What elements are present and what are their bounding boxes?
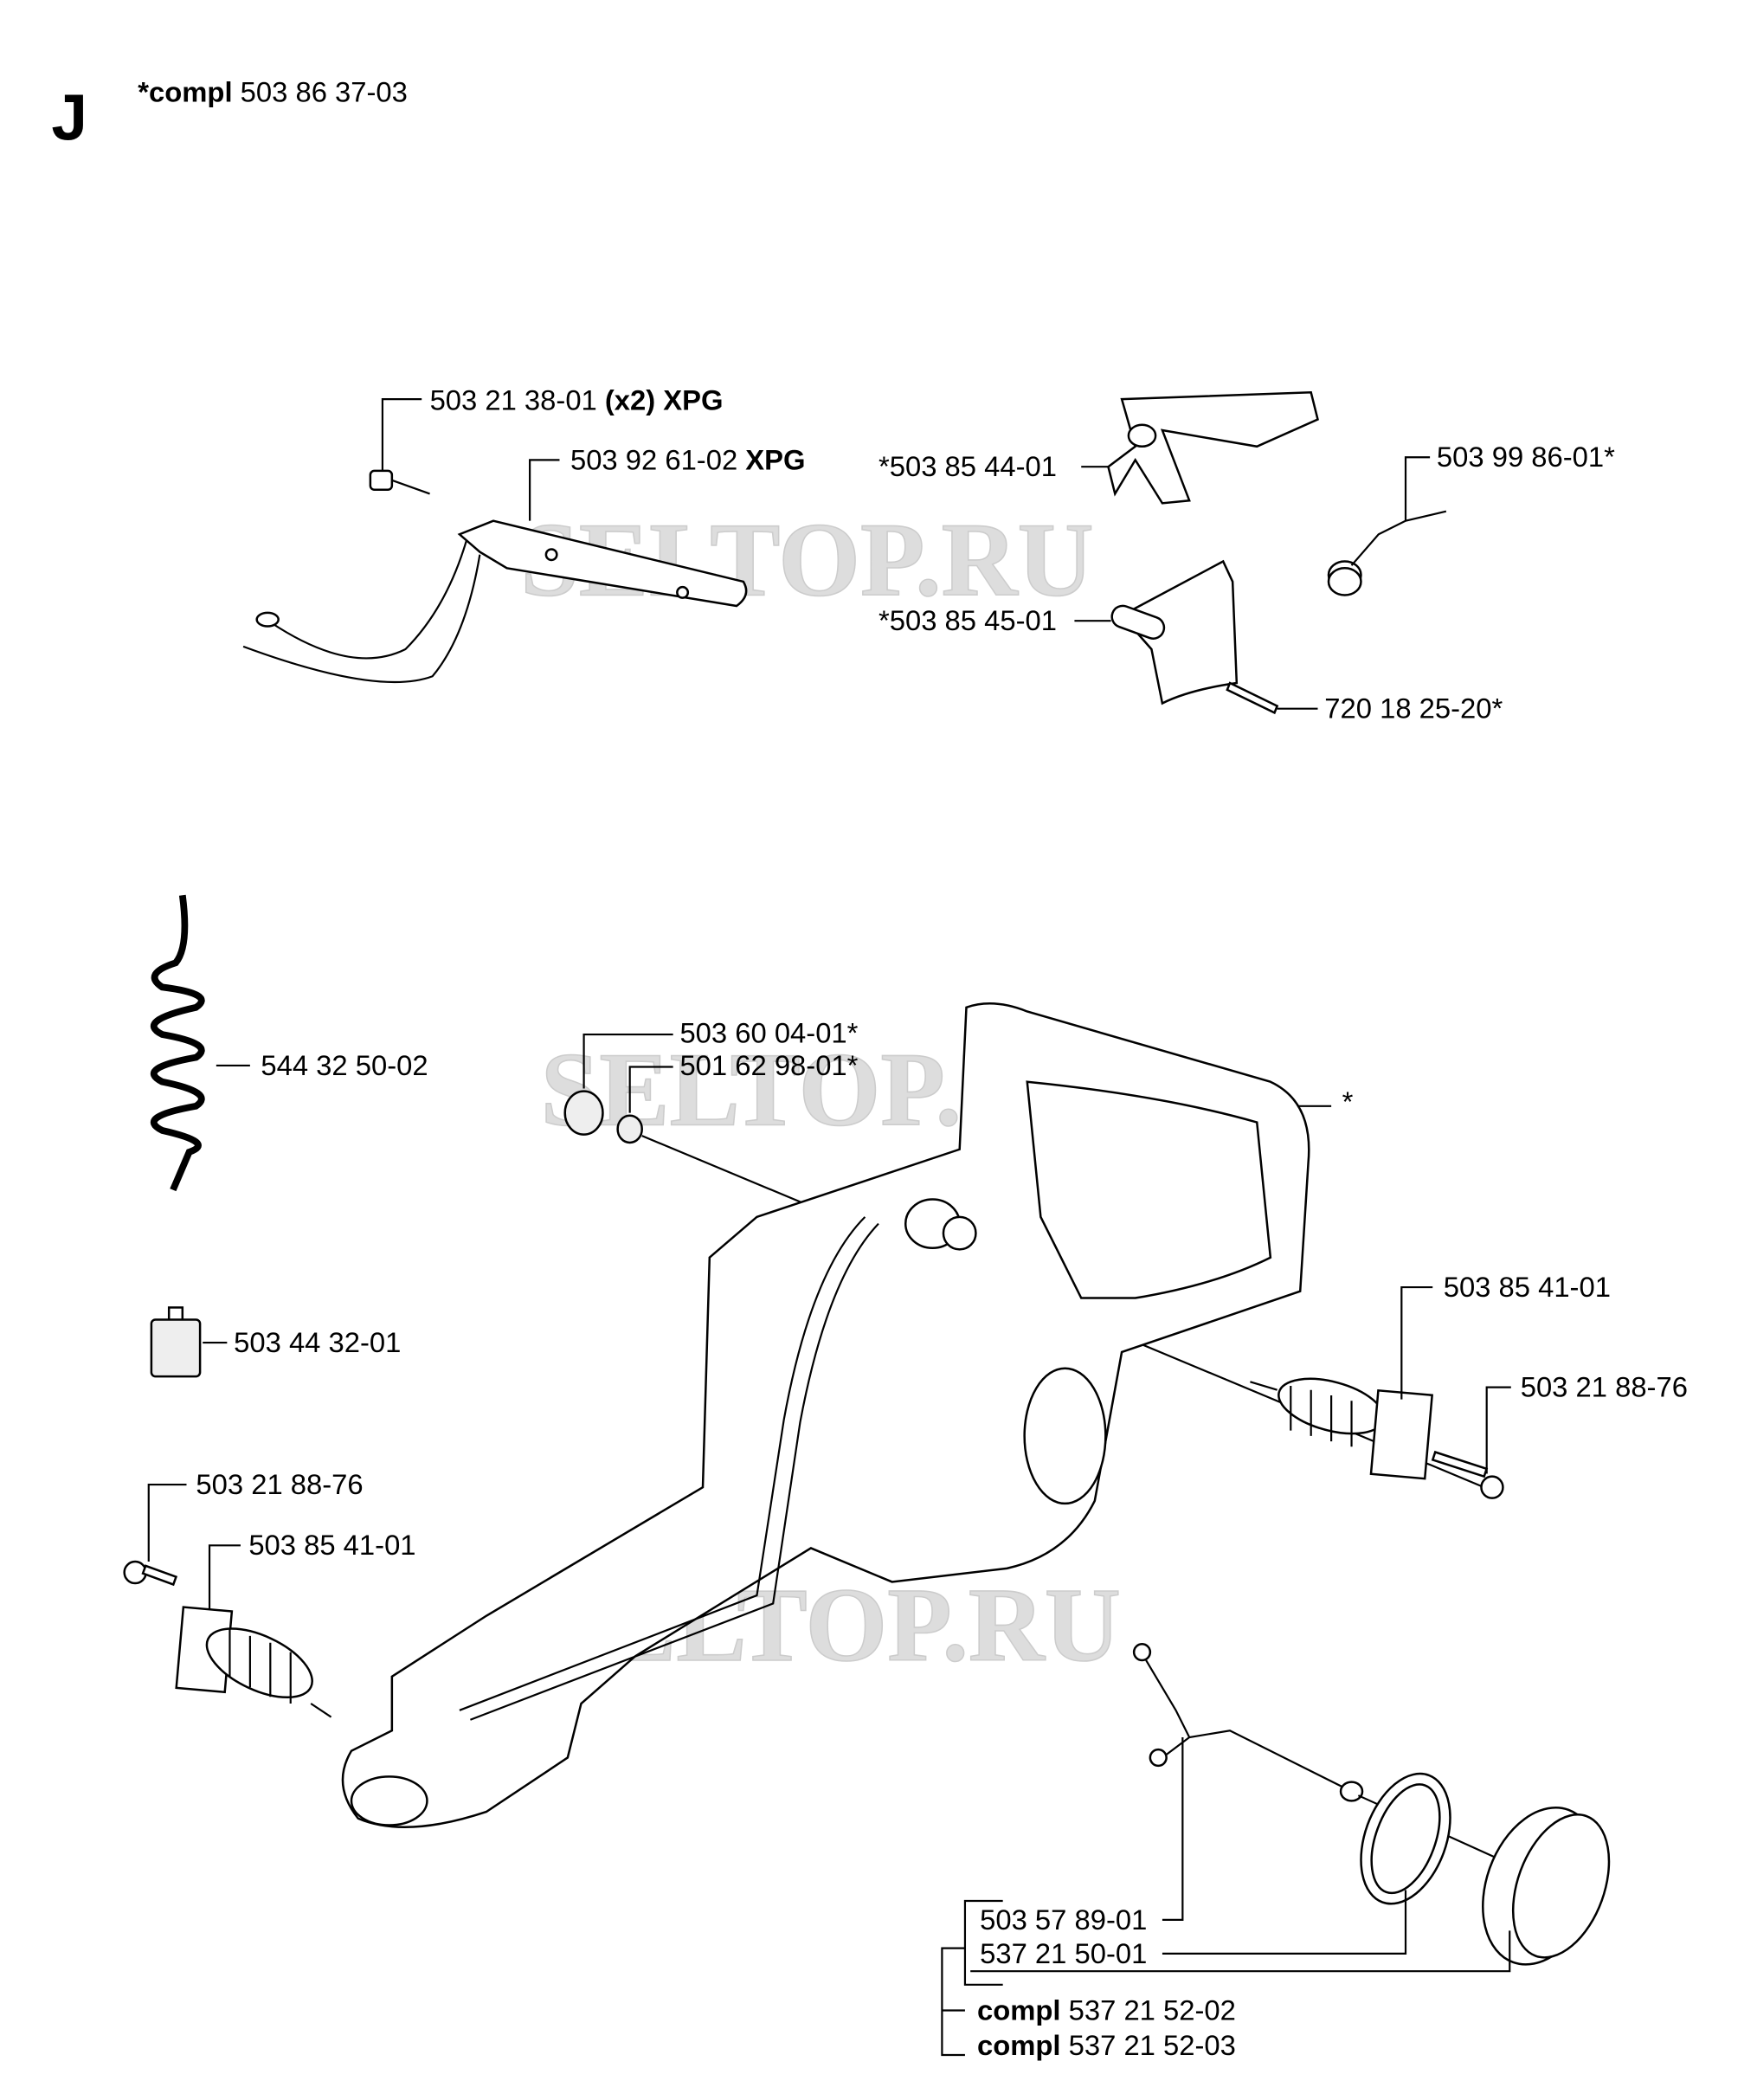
compl-2-number: 537 21 52-03 (1069, 2029, 1236, 2061)
label-screw-right: 503 21 88-76 (1521, 1371, 1688, 1403)
label-plate-suffix: XPG (745, 443, 805, 475)
av-spring-right-part (1250, 1377, 1504, 1499)
compl-1-prefix: compl (977, 1994, 1061, 2026)
label-av-left: 503 85 41-01 (248, 1529, 415, 1561)
screw-part (369, 469, 430, 495)
fuel-hose-part (150, 894, 205, 1192)
label-pin: 720 18 25-20* (1324, 692, 1503, 725)
throttle-lockout-part (1110, 559, 1239, 705)
label-fuel-hose: 544 32 50-02 (261, 1049, 428, 1081)
compl-1-number: 537 21 52-02 (1069, 1994, 1236, 2026)
label-plate: 503 92 61-02 (570, 443, 737, 475)
label-av-right: 503 85 41-01 (1444, 1271, 1611, 1303)
label-screw-top-suffix: (x2) XPG (605, 384, 724, 416)
compl-prefix: *compl (138, 76, 232, 108)
fuel-cap-assembly-part (1132, 1643, 1611, 1966)
label-lockout: *503 85 45-01 (878, 604, 1057, 636)
plate-part (242, 519, 748, 684)
label-trigger: *503 85 44-01 (878, 450, 1057, 482)
fuel-tank-handle-part (341, 1002, 1310, 1828)
fuel-filter-part (150, 1306, 202, 1378)
label-screw-top: 503 21 38-01 (430, 384, 597, 416)
compl-number: 503 86 37-03 (241, 76, 408, 108)
label-tank-asterisk: * (1342, 1085, 1354, 1118)
svg-text:503 92 61-02 XPG: 503 92 61-02 XPG (570, 443, 806, 475)
svg-text:compl 537 21 52-03: compl 537 21 52-03 (977, 2029, 1236, 2061)
label-filter-a: 503 60 04-01* (679, 1016, 858, 1048)
label-spring-small: 503 99 86-01* (1437, 441, 1615, 473)
label-filter-b: 501 62 98-01* (679, 1049, 858, 1081)
label-cap-b: 537 21 50-01 (980, 1937, 1147, 1969)
watermark: SELTOP.RU (520, 502, 1093, 619)
label-screw-left: 503 21 88-76 (196, 1468, 363, 1500)
spring-part (1327, 510, 1447, 596)
svg-text:*compl 503 86 37-03: *compl 503 86 37-03 (138, 76, 408, 108)
label-cap-a: 503 57 89-01 (980, 1904, 1147, 1936)
pin-part (1226, 681, 1279, 715)
trigger-part (1107, 391, 1319, 505)
svg-text:compl 537 21 52-02: compl 537 21 52-02 (977, 1994, 1236, 2026)
label-fuel-filter: 503 44 32-01 (234, 1326, 401, 1358)
compl-2-prefix: compl (977, 2029, 1061, 2061)
section-letter: J (51, 81, 87, 153)
av-spring-left-part (123, 1560, 332, 1718)
svg-text:503 21 38-01 (x2) XPG: 503 21 38-01 (x2) XPG (430, 384, 724, 416)
